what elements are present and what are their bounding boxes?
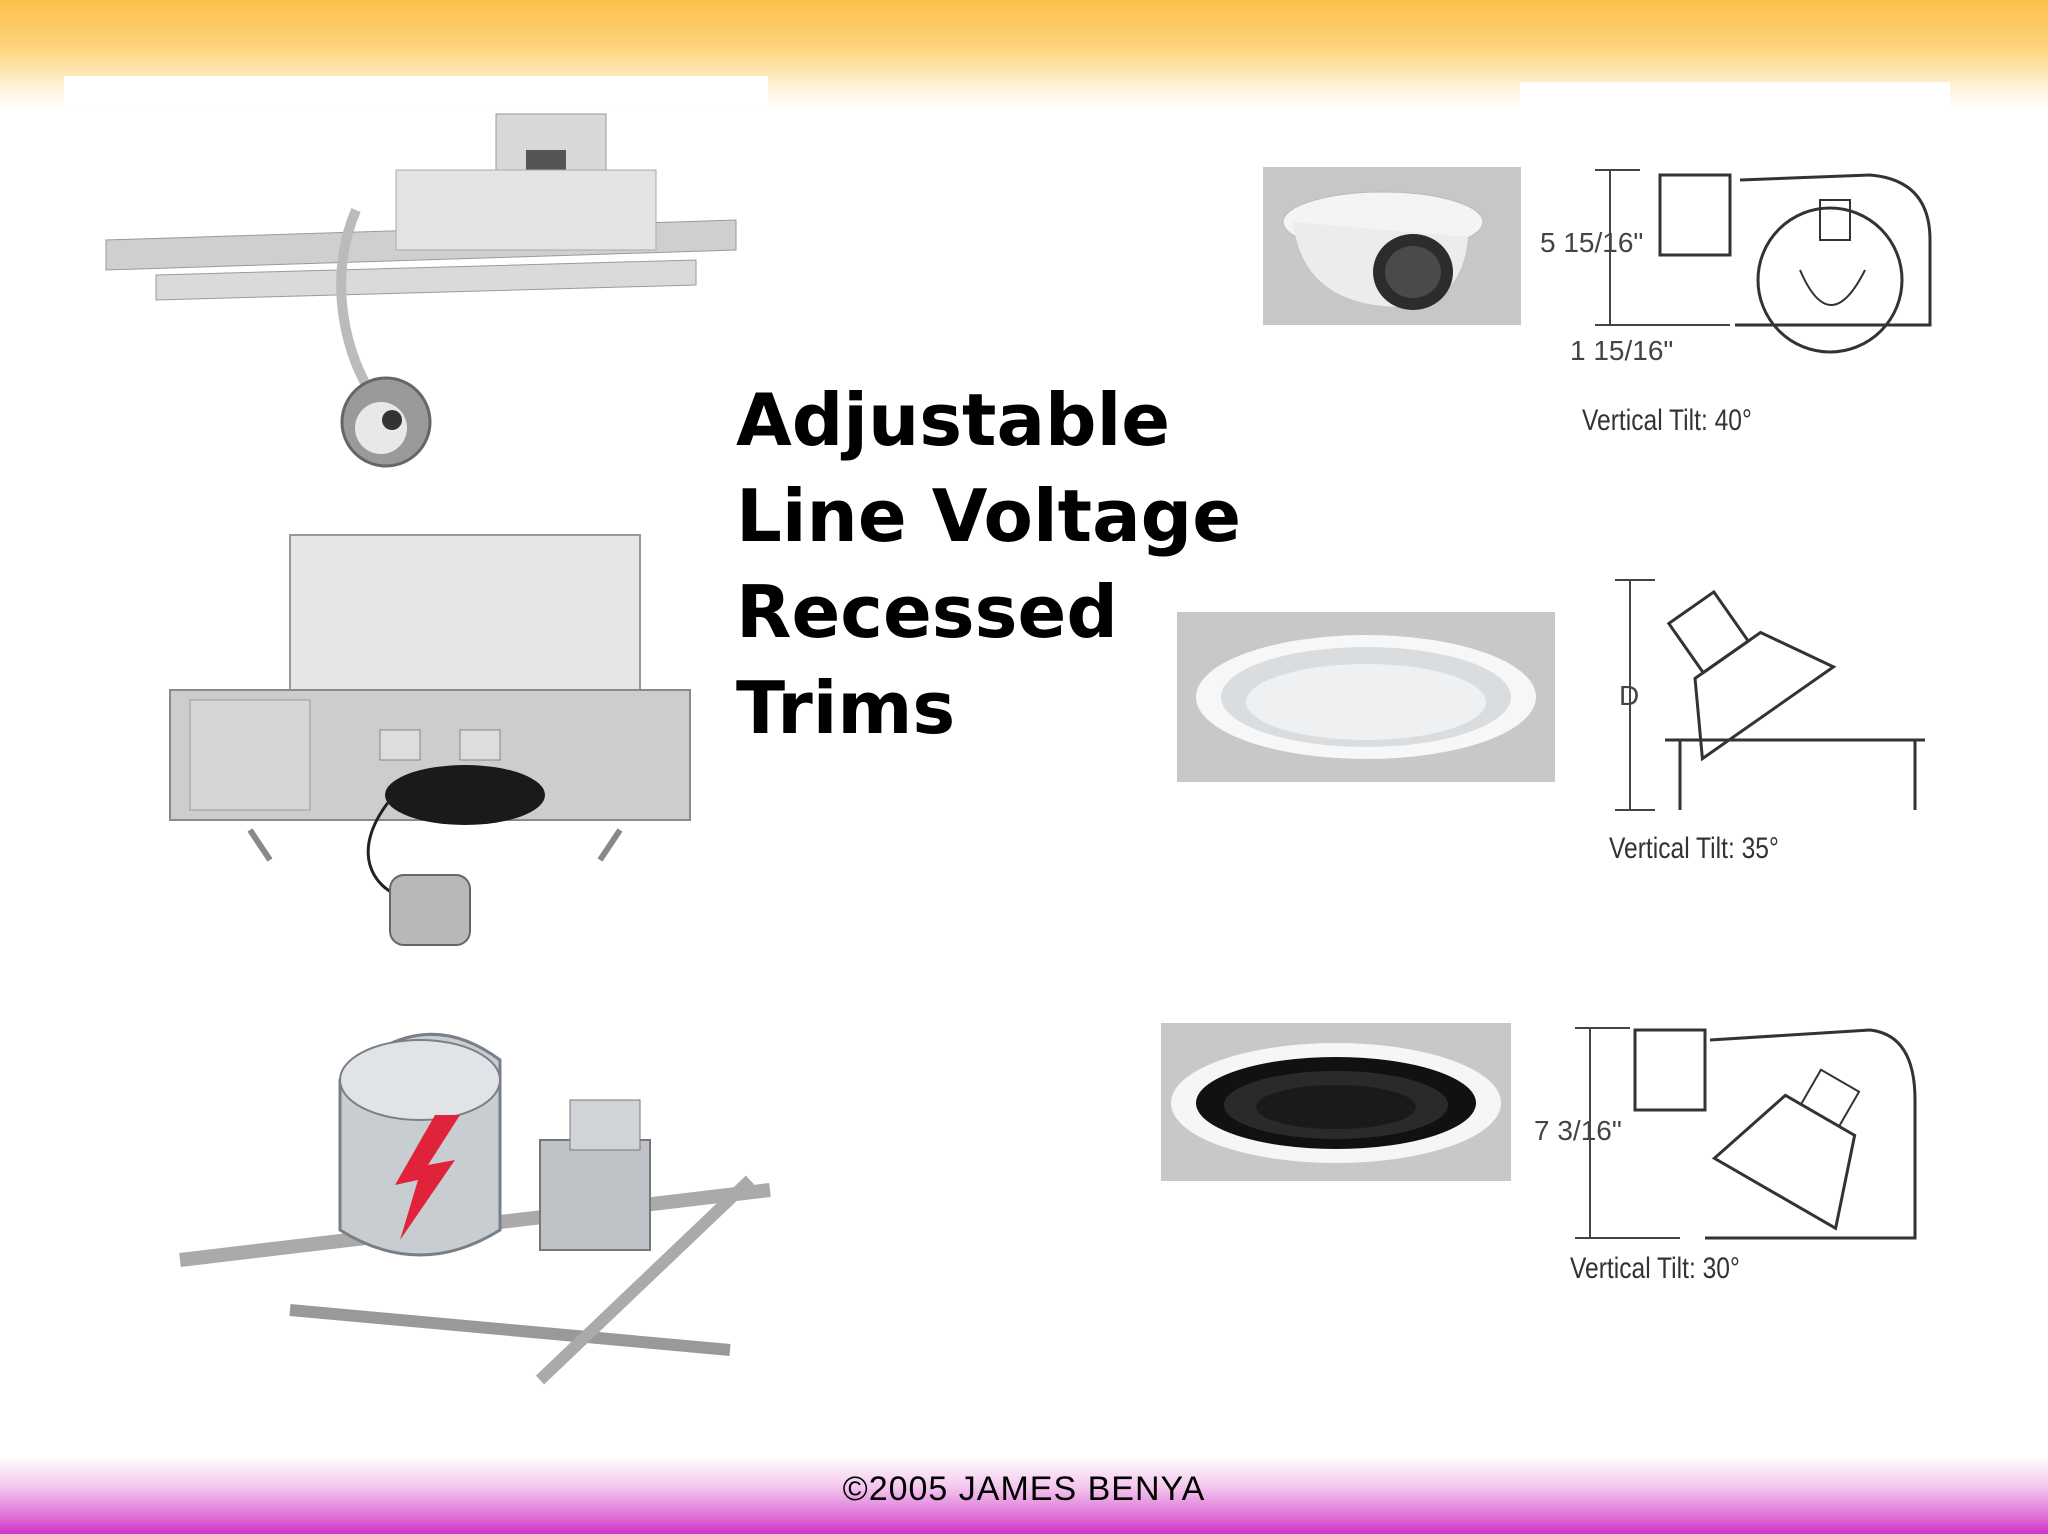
title-line-2: Line Voltage bbox=[736, 474, 1242, 558]
dimension-label-3: D bbox=[1619, 680, 1639, 711]
title-line-3: Recessed bbox=[736, 570, 1118, 654]
lightning-bolt-icon bbox=[395, 1115, 460, 1240]
reflector-trim-diagram: D bbox=[1615, 579, 1925, 811]
dimension-label-4: 7 3/16" bbox=[1534, 1115, 1622, 1146]
slide-title: Adjustable Line Voltage Recessed Trims bbox=[736, 372, 1256, 756]
dimension-label-1: 5 15/16" bbox=[1540, 227, 1643, 258]
header-strip-left bbox=[64, 76, 768, 106]
new-construction-housing-photo bbox=[105, 113, 737, 468]
title-line-1: Adjustable bbox=[736, 378, 1171, 462]
remodel-housing-photo bbox=[169, 534, 691, 946]
copyright-footer: ©2005 JAMES BENYA bbox=[842, 1470, 1206, 1508]
baffle-trim-photo bbox=[1161, 1023, 1511, 1181]
dimension-label-2: 1 15/16" bbox=[1570, 335, 1673, 366]
header-strip-right bbox=[1520, 82, 1950, 110]
eyeball-trim-photo bbox=[1263, 167, 1521, 325]
tilt-label-3: Vertical Tilt: 30° bbox=[1570, 1252, 1740, 1285]
tilt-label-2: Vertical Tilt: 35° bbox=[1609, 832, 1779, 865]
ic-housing-photo bbox=[179, 1032, 771, 1385]
bottom-gradient-band bbox=[0, 1456, 2048, 1534]
reflector-trim-photo bbox=[1177, 612, 1555, 782]
title-line-4: Trims bbox=[736, 666, 956, 750]
eyeball-trim-diagram: 5 15/16" 1 15/16" bbox=[1540, 169, 1932, 366]
baffle-trim-diagram: 7 3/16" bbox=[1534, 1027, 1917, 1240]
tilt-label-1: Vertical Tilt: 40° bbox=[1582, 404, 1752, 437]
